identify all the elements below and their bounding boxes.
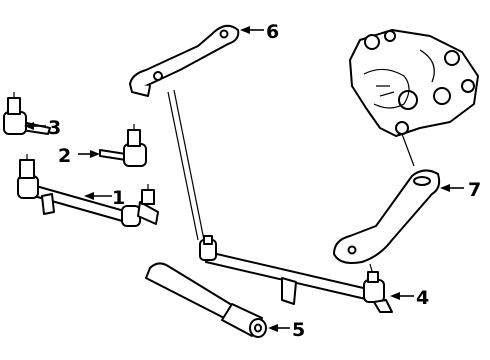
idler-arm	[129, 24, 240, 241]
inner-tie-rod-end	[99, 124, 147, 167]
callout-6: 6	[240, 21, 279, 43]
callout-4-arrowhead	[390, 292, 400, 300]
callout-3: 3	[24, 117, 61, 139]
callout-4: 4	[390, 287, 429, 309]
relay-rod	[199, 235, 393, 313]
callout-7: 7	[440, 179, 481, 201]
callout-2-arrowhead	[90, 150, 100, 158]
callout-4-number: 4	[416, 287, 429, 309]
steering-damper	[145, 262, 267, 338]
pitman-arm	[333, 169, 441, 279]
callout-5: 5	[268, 319, 305, 341]
tie-rod	[17, 154, 159, 227]
callout-1-number: 1	[112, 187, 125, 209]
callout-7-number: 7	[468, 179, 481, 201]
steering-gear-box	[349, 29, 479, 167]
outer-tie-rod-end	[3, 92, 51, 135]
callout-3-number: 3	[48, 117, 61, 139]
callout-5-arrowhead	[268, 324, 278, 332]
callout-1: 1	[84, 187, 125, 209]
callout-1-arrowhead	[84, 192, 94, 200]
callout-6-number: 6	[266, 21, 279, 43]
callout-2: 2	[58, 145, 100, 167]
callout-2-number: 2	[58, 145, 71, 167]
callout-3-arrowhead	[24, 122, 34, 130]
callout-7-arrowhead	[440, 184, 450, 192]
callout-6-arrowhead	[240, 26, 250, 34]
callout-5-number: 5	[292, 319, 305, 341]
